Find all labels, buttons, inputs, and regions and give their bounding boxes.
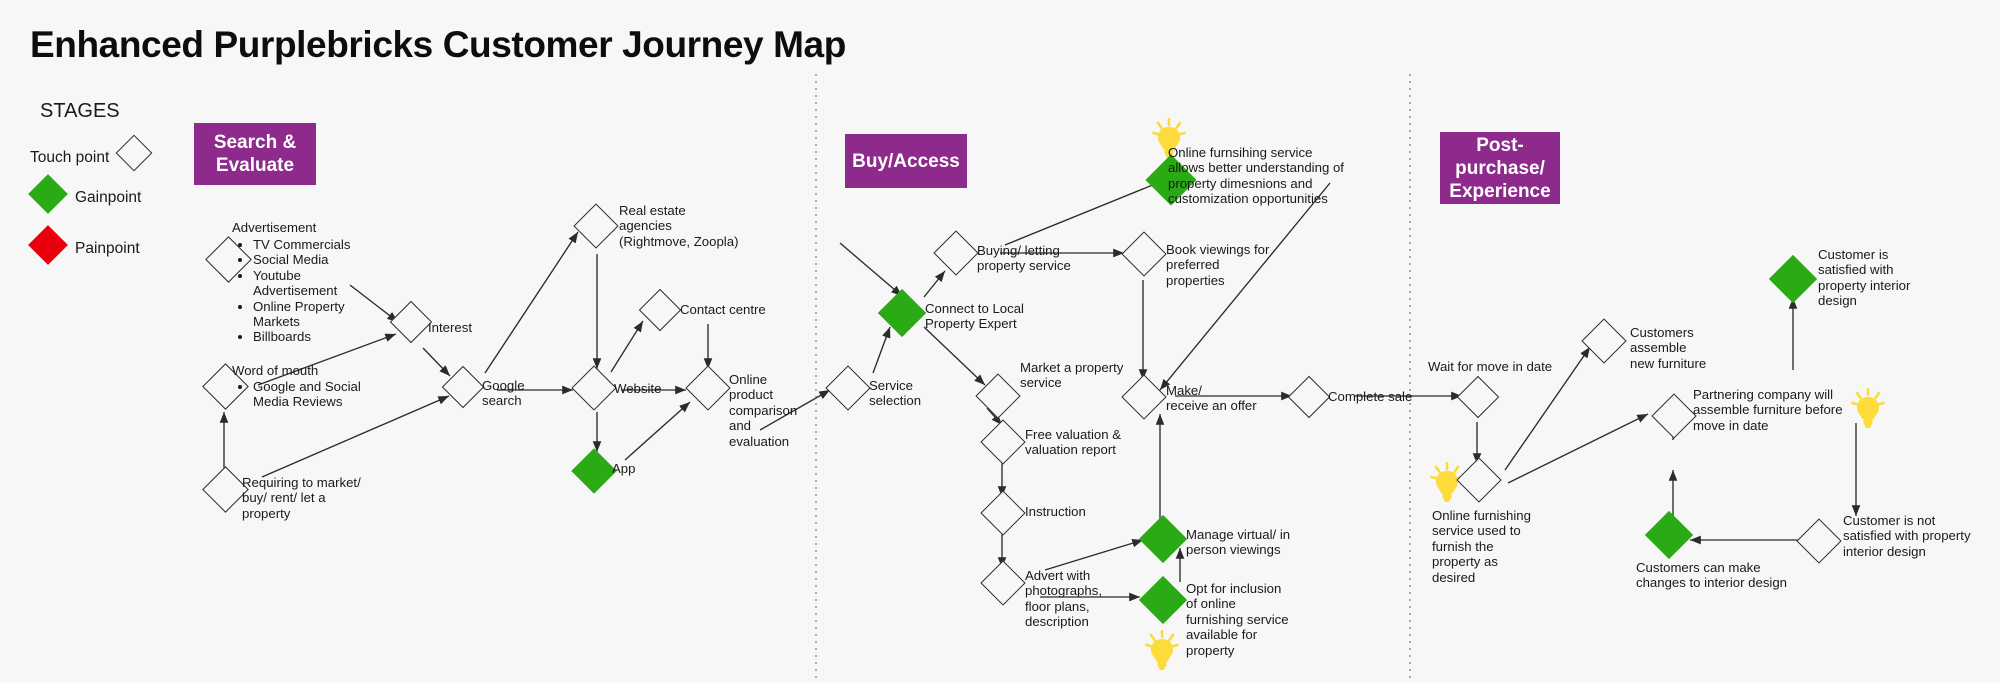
interest-diamond [389, 300, 433, 344]
legend-gainpoint: Gainpoint [75, 189, 141, 207]
website-label: Website [614, 381, 662, 396]
manage-viewings-label: Manage virtual/ in person viewings [1186, 527, 1291, 558]
partnering-company-label: Partnering company will assemble furnitu… [1693, 387, 1843, 433]
requiring-property-label: Requiring to market/ buy/ rent/ let a pr… [242, 475, 361, 521]
customer-satisfied-gainpoint-diamond [1768, 254, 1818, 304]
partnering-company-diamond [1651, 393, 1697, 439]
wait-move-in-label: Wait for move in date [1428, 359, 1553, 374]
book-viewings-label: Book viewings for preferred properties [1166, 242, 1270, 288]
real-estate-agencies-diamond [573, 203, 619, 249]
book-viewings-diamond [1121, 231, 1167, 277]
instruction-diamond [980, 490, 1026, 536]
legend-touchpoint: Touch point [30, 149, 109, 167]
market-property-diamond [975, 373, 1021, 419]
connect-local-expert-label: Connect to Local Property Expert [925, 301, 1024, 332]
word-of-mouth-bullets: Google and Social Media Reviews [240, 379, 363, 410]
advert-with-diamond [980, 560, 1026, 606]
buying-letting-label: Buying/ letting property service [977, 243, 1071, 274]
customer-not-satisfied-diamond [1796, 518, 1842, 564]
legend-heading: STAGES [40, 100, 120, 122]
wait-move-in-diamond [1456, 375, 1500, 419]
advertisement-bullets: TV Commercials Social Media Youtube Adve… [240, 237, 373, 345]
advertisement-bullet: TV Commercials [253, 237, 373, 252]
service-selection-diamond [825, 365, 871, 411]
real-estate-agencies-label: Real estate agencies (Rightmove, Zoopla) [619, 203, 739, 249]
opt-for-inclusion-gainpoint-diamond [1138, 575, 1188, 625]
manage-viewings-gainpoint-diamond [1138, 514, 1188, 564]
stage-box-post-purchase[interactable]: Post- purchase/ Experience [1440, 132, 1560, 204]
customers-can-change-gainpoint-diamond [1644, 510, 1694, 560]
customers-assemble-label: Customers assemble new furniture [1630, 325, 1707, 371]
stage-box-search-evaluate[interactable]: Search & Evaluate [194, 123, 316, 185]
customer-satisfied-label: Customer is satisfied with property inte… [1818, 247, 1911, 309]
complete-sale-diamond [1287, 375, 1331, 419]
advertisement-bullet: Social Media [253, 252, 373, 267]
app-gainpoint-diamond [571, 448, 617, 494]
contact-centre-label: Contact centre [680, 302, 766, 317]
page-title: Enhanced Purplebricks Customer Journey M… [30, 24, 846, 65]
lightbulb-icon [1145, 629, 1179, 670]
google-search-diamond [441, 365, 485, 409]
google-search-label: Google search [482, 378, 525, 409]
advertisement-bullet: Billboards [253, 329, 373, 344]
website-diamond [571, 365, 617, 411]
word-of-mouth-heading: Word of mouth [232, 363, 319, 378]
advert-with-label: Advert with photographs, floor plans, de… [1025, 568, 1102, 630]
interest-label: Interest [428, 320, 472, 335]
instruction-label: Instruction [1025, 504, 1086, 519]
legend-painpoint-label: Painpoint [75, 240, 140, 257]
complete-sale-label: Complete sale [1328, 389, 1413, 404]
online-furnishing-used-label: Online furnishing service used to furnis… [1432, 508, 1531, 585]
word-of-mouth-bullet: Google and Social Media Reviews [253, 379, 363, 410]
app-label: App [612, 461, 636, 476]
service-selection-label: Service selection [869, 378, 922, 409]
legend-touchpoint-label: Touch point [30, 149, 110, 166]
customers-can-change-label: Customers can make changes to interior d… [1636, 560, 1788, 591]
buying-letting-diamond [933, 230, 979, 276]
market-property-label: Market a property service [1020, 360, 1124, 391]
stage-box-buy-access[interactable]: Buy/Access [845, 134, 967, 188]
advertisement-heading: Advertisement [232, 220, 317, 235]
make-receive-offer-label: Make/ receive an offer [1166, 383, 1257, 414]
opt-for-inclusion-label: Opt for inclusion of online furnishing s… [1186, 581, 1289, 658]
online-product-comparison-diamond [685, 365, 731, 411]
free-valuation-diamond [980, 419, 1026, 465]
advertisement-bullet: Online Property Markets [253, 299, 373, 330]
customers-assemble-diamond [1581, 318, 1627, 364]
online-furnishing-understanding-label: Online furnsihing service allows better … [1168, 145, 1344, 207]
legend-gainpoint-label: Gainpoint [75, 189, 142, 206]
customer-not-satisfied-label: Customer is not satisfied with property … [1843, 513, 1971, 559]
free-valuation-label: Free valuation & valuation report [1025, 427, 1122, 458]
legend-painpoint: Painpoint [75, 240, 140, 258]
lightbulb-icon [1430, 461, 1464, 502]
connect-local-expert-gainpoint-diamond [877, 288, 927, 338]
advertisement-bullet: Youtube Advertisement [253, 268, 373, 299]
contact-centre-diamond [638, 288, 682, 332]
online-product-comparison-label: Online product comparison and evaluation [729, 372, 798, 449]
lightbulb-icon [1851, 387, 1885, 428]
